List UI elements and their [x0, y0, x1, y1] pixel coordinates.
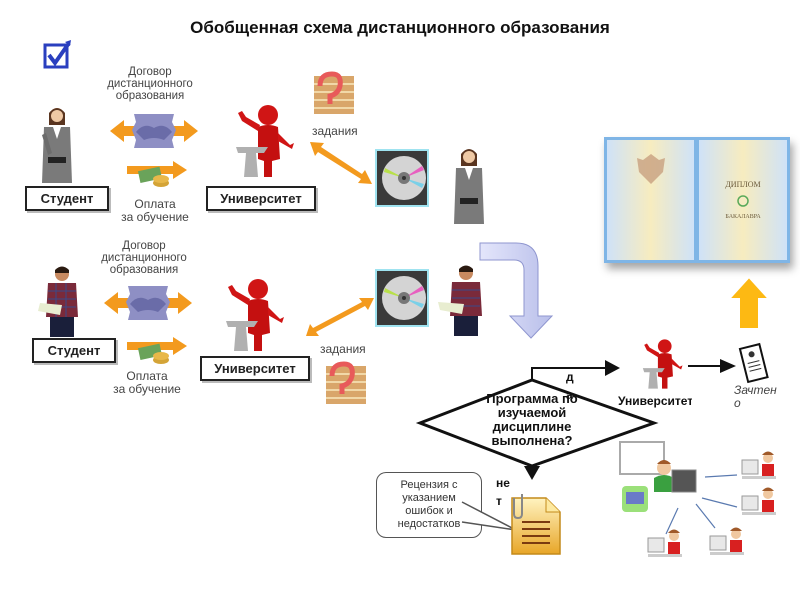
- whiteboard-icon: [619, 441, 665, 475]
- diploma-left-page: [607, 140, 694, 260]
- university-label-2: Университет: [200, 356, 310, 381]
- diploma-emblem-icon: [637, 154, 665, 184]
- student-woman-figure-remote: [454, 149, 484, 224]
- diploma-degree: БАКАЛАВРА: [725, 214, 761, 220]
- flow-down-arrow: [479, 242, 554, 339]
- diploma-title: ДИПЛОМ: [725, 180, 761, 189]
- contract-caption-2: Договор дистанционного образования: [101, 240, 187, 276]
- flow-university-label: Университет: [618, 394, 692, 408]
- diploma-image: ДИПЛОМ БАКАЛАВРА: [604, 137, 790, 263]
- student-man-figure-remote: [438, 265, 482, 336]
- gold-up-arrow: [726, 275, 772, 330]
- money-icon-2: [137, 343, 169, 364]
- tasks-papers-icon: [314, 71, 354, 114]
- remote-student-1: [741, 451, 776, 479]
- payment-caption: Оплата за обучение: [121, 197, 189, 224]
- university-lecturer-figure-2: [226, 279, 284, 351]
- decision-diamond: [415, 360, 659, 480]
- teacher-monitor-icon: [671, 469, 697, 493]
- decision-text: Программа по изучаемой дисциплине выполн…: [486, 391, 578, 448]
- page-title: Обобщенная схема дистанционного образова…: [190, 18, 610, 37]
- tasks-papers-icon-2: [326, 361, 366, 404]
- cd-disc-icon-2: [375, 269, 429, 327]
- payment-caption-2: Оплата за обучение: [113, 369, 181, 396]
- online-classroom-network: [619, 441, 776, 557]
- remote-student-4: [709, 527, 744, 555]
- remote-student-3: [647, 529, 682, 557]
- handshake-icon-2: [130, 297, 166, 312]
- student-label: Студент: [25, 186, 109, 211]
- diploma-wreath-icon: [737, 195, 749, 207]
- handshake-icon: [136, 125, 172, 140]
- university-lecturer-figure: [236, 105, 294, 177]
- cd-disc-icon: [375, 149, 429, 207]
- student-label-2: Студент: [32, 338, 116, 363]
- student-man-figure: [38, 266, 78, 337]
- credit-label: Зачтено: [734, 383, 777, 410]
- tasks-exchange-arrow: [310, 142, 372, 184]
- credit-arrow: [688, 359, 736, 373]
- tasks-caption: задания: [312, 124, 358, 138]
- tasks-exchange-arrow-2: [306, 298, 374, 336]
- university-lecturer-figure-3: [642, 339, 683, 389]
- yes-label: да: [566, 370, 574, 402]
- no-label: нет: [496, 476, 510, 508]
- credit-certificate-icon: [738, 342, 769, 384]
- money-icon: [137, 166, 169, 187]
- student-woman-figure: [42, 108, 72, 183]
- university-label: Университет: [206, 186, 316, 211]
- review-document-icon: [511, 494, 561, 555]
- tasks-caption-2: задания: [320, 342, 366, 356]
- diploma-right-page: ДИПЛОМ БАКАЛАВРА: [699, 140, 787, 260]
- remote-student-2: [741, 487, 776, 515]
- checkbox-icon: [43, 40, 71, 69]
- contract-caption: Договор дистанционного образования: [107, 66, 193, 102]
